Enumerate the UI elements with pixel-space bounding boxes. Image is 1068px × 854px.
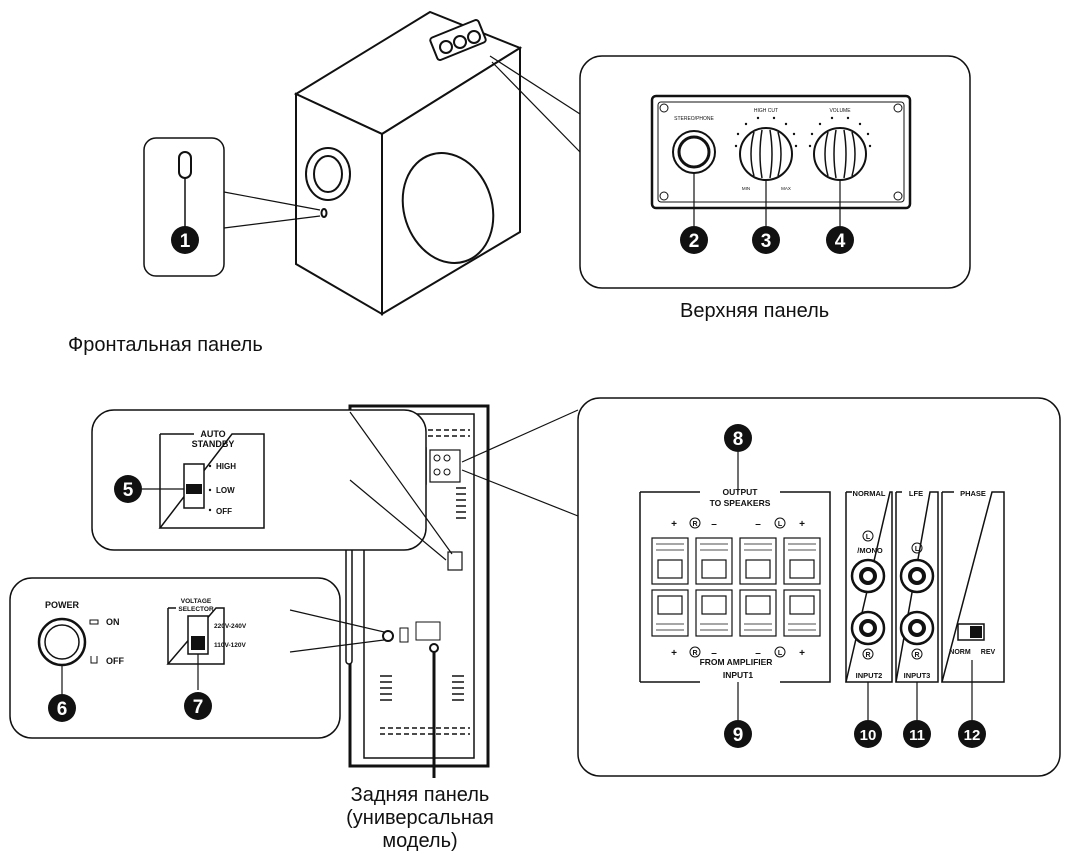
caption-front-panel: Фронтальная панель [68,334,263,356]
label-voltage: VOLTAGE [181,598,212,605]
callout-10: 10 [854,720,882,748]
label-input3: INPUT3 [904,671,931,680]
svg-text:10: 10 [860,727,877,744]
svg-text:6: 6 [57,699,68,720]
svg-text:9: 9 [733,725,744,746]
caption-top-panel: Верхняя панель [680,300,830,322]
label-normal: NORMAL [853,489,886,498]
label-auto: AUTO [200,429,225,439]
label-mono: /MONO [857,546,883,555]
callout-8: 8 [724,424,752,452]
label-from-amplifier: FROM AMPLIFIER [700,657,773,667]
detail-box-auto-standby: AUTO STANDBY HIGH LOW OFF [91,409,453,561]
label-high-cut: HIGH CUT [754,108,778,114]
polarity-r-top: R [692,521,697,528]
callouts: 1 2 3 4 5 6 7 8 9 10 11 12 [48,226,986,748]
label-lfe-l: L [915,546,920,553]
detail-box-front-led [143,137,321,277]
label-rev: REV [981,649,996,656]
detail-box-power: POWER ON OFF VOLTAGE SELECTOR 220V-240V … [9,577,385,739]
callout-5: 5 [114,475,142,503]
svg-text:3: 3 [761,231,772,252]
svg-text:4: 4 [835,231,846,252]
label-standby: STANDBY [192,439,235,449]
label-power: POWER [45,600,80,610]
label-voltage-220: 220V-240V [214,623,247,630]
svg-text:7: 7 [193,697,204,718]
callout-4: 4 [826,226,854,254]
caption-rear-line1: Задняя панель [350,784,490,806]
label-high-cut-min: MIN [742,186,750,191]
label-selector: SELECTOR [178,606,214,613]
callout-12: 12 [958,720,986,748]
label-lfe: LFE [909,489,923,498]
detail-box-terminals: OUTPUT TO SPEAKERS FROM AMPLIFIER INPUT1… [461,397,1061,777]
label-power-on: ON [106,617,120,627]
polarity-l-top: L [778,521,783,528]
caption-rear-panel: Задняя панель (универсальная модель) [346,784,494,853]
detail-box-top-panel: STEREO/PHONE HIGH CUT VOLUME MIN MAX [489,55,971,289]
label-volume: VOLUME [829,108,851,114]
polarity-plus-r-bottom: + [671,648,677,659]
label-input2: INPUT2 [856,671,883,680]
label-voltage-110: 110V-120V [214,642,246,649]
callout-1: 1 [171,226,199,254]
speaker-terminals [651,537,821,637]
label-input1: INPUT1 [723,670,754,680]
label-norm: NORM [949,649,971,656]
svg-text:1: 1 [180,231,191,252]
label-standby-low: LOW [216,486,235,495]
label-output: OUTPUT [723,487,759,497]
label-lfe-r: R [914,652,919,659]
polarity-minus-l-top: – [755,519,761,530]
polarity-plus-l-top: + [799,519,805,530]
label-phase: PHASE [960,489,986,498]
callout-2: 2 [680,226,708,254]
polarity-minus-r-bottom: – [711,648,717,659]
svg-text:2: 2 [689,231,700,252]
subwoofer-cabinet [293,10,523,316]
label-stereo-phone: STEREO/PHONE [674,116,714,122]
svg-text:12: 12 [964,727,981,744]
callout-11: 11 [903,720,931,748]
svg-text:5: 5 [123,480,134,501]
label-to-speakers: TO SPEAKERS [710,498,771,508]
label-normal-l: L [866,534,871,541]
label-normal-r: R [865,652,870,659]
polarity-plus-r-top: + [671,519,677,530]
label-power-off: OFF [106,656,124,666]
caption-rear-line2: (универсальная [346,807,494,829]
polarity-minus-r-top: – [711,519,717,530]
polarity-l-bottom: L [778,650,783,657]
svg-text:8: 8 [733,429,744,450]
polarity-minus-l-bottom: – [755,648,761,659]
callout-6: 6 [48,694,76,722]
label-standby-high: HIGH [216,462,236,471]
svg-text:11: 11 [909,727,925,744]
callout-9: 9 [724,720,752,748]
label-standby-off: OFF [216,507,232,516]
polarity-plus-l-bottom: + [799,648,805,659]
caption-rear-line3: модель) [382,830,458,852]
label-high-cut-max: MAX [781,186,791,191]
polarity-r-bottom: R [692,650,697,657]
callout-7: 7 [184,692,212,720]
callout-3: 3 [752,226,780,254]
